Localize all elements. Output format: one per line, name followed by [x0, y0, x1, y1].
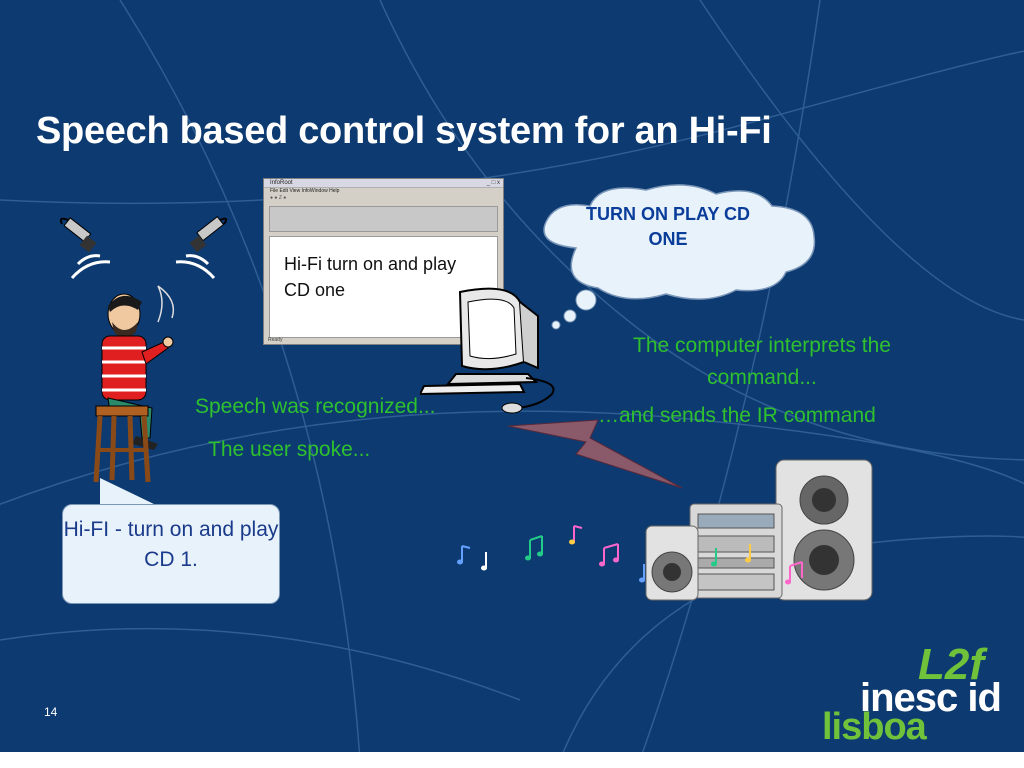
slide-number: 14 — [44, 705, 58, 719]
window-input-bar — [269, 206, 498, 232]
caption-computer-interprets: The computer interprets the command... — [633, 334, 891, 389]
slide-title: Speech based control system for an Hi-Fi — [36, 110, 772, 152]
thought-cloud-icon — [543, 184, 816, 330]
microphones-icon — [59, 216, 228, 280]
music-notes-icon — [457, 525, 645, 583]
window-status: Ready — [268, 337, 283, 343]
logo-lisboa-text: lisboa — [822, 706, 927, 748]
caption-speech-recognized: Speech was recognized... — [195, 395, 436, 418]
logo-l2f-text: L2f — [918, 640, 984, 689]
logo-inesc-text: inesc id — [860, 676, 1002, 720]
window-controls[interactable]: _ □ x — [486, 180, 500, 186]
thought-cloud-text: TURN ON PLAY CD ONE — [585, 204, 751, 249]
window-toolbar[interactable]: ● ● Z ● — [270, 195, 287, 201]
user-speech-callout: Hi-FI - turn on and play CD 1. — [62, 504, 280, 604]
user-callout-tail — [100, 478, 158, 506]
window-title-bar[interactable]: InfoRoot — [264, 179, 503, 188]
recognized-text: Hi-Fi turn on and play CD one — [284, 254, 457, 300]
window-title: InfoRoot — [270, 180, 293, 186]
caption-sends-ir: …and sends the IR command — [598, 404, 876, 427]
user-figure-icon — [93, 285, 175, 483]
computer-icon — [420, 287, 555, 414]
ir-signal-icon — [507, 419, 683, 489]
slide-background: Speech based control system for an Hi-Fi — [0, 0, 1024, 752]
caption-user-spoke: The user spoke... — [208, 438, 371, 461]
window-menu-bar[interactable]: File Edit View InfoWindow Help — [270, 188, 340, 194]
background-arcs — [0, 0, 1024, 752]
hifi-stereo-icon — [645, 459, 873, 601]
